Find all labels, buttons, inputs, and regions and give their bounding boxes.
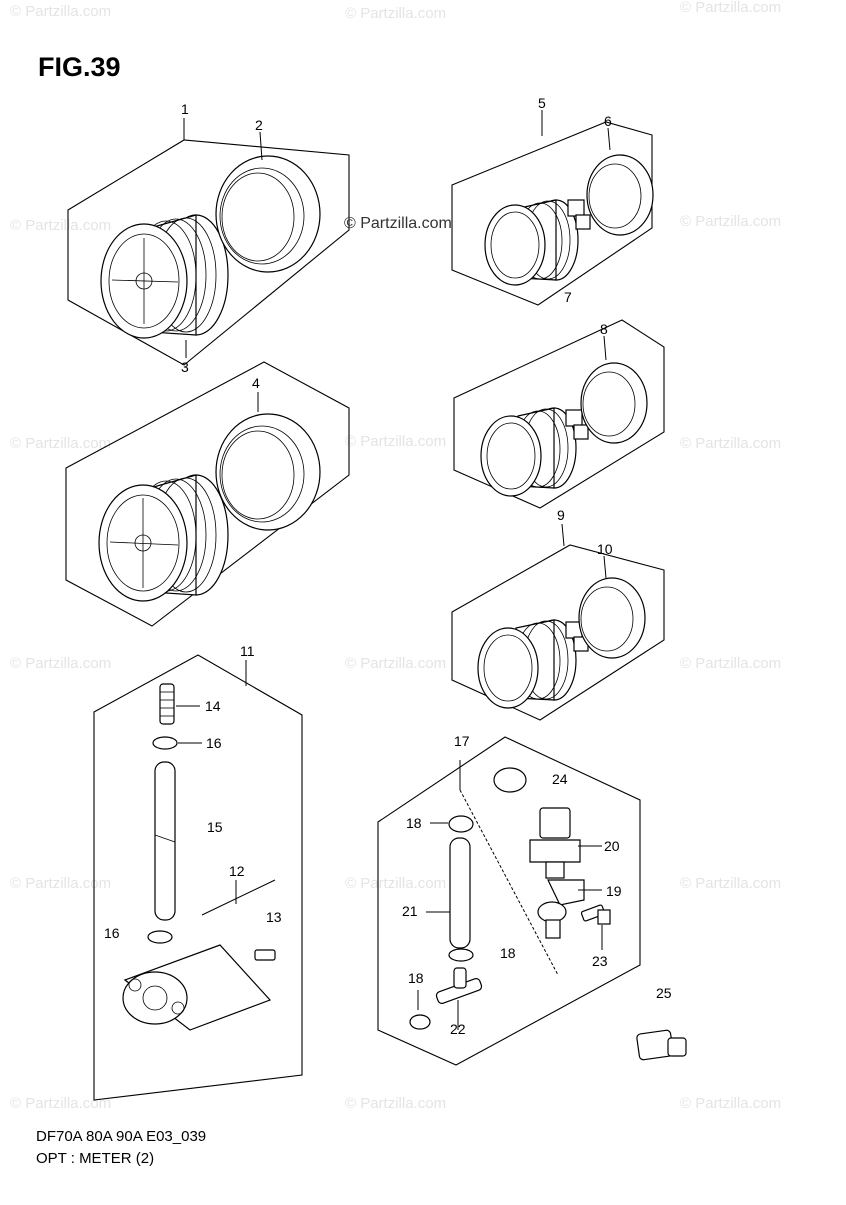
bolt-icon: [580, 904, 611, 925]
group-outline: [93, 654, 303, 1101]
callout-8: 8: [600, 321, 608, 337]
watermark-grid: © Partzilla.com © Partzilla.com © Partzi…: [10, 0, 781, 1112]
clamp-icon: [409, 1014, 431, 1030]
cap-icon: [493, 767, 527, 793]
bezel-ring-icon: [578, 577, 646, 659]
callout-14: 14: [205, 698, 221, 714]
figure-title: FIG.39: [38, 52, 121, 82]
gauge-icon: [480, 407, 589, 497]
gauge-assembly-5: [451, 110, 654, 306]
callout-4: 4: [252, 375, 260, 391]
watermark: © Partzilla.com: [345, 1095, 446, 1112]
bezel-ring-icon: [215, 413, 321, 531]
copyright-watermark: © Partzilla.com: [344, 215, 452, 232]
callout-24: 24: [552, 771, 568, 787]
gauge-icon: [484, 199, 591, 286]
hose-icon: [449, 837, 471, 949]
spring-icon: [159, 683, 175, 725]
watermark: © Partzilla.com: [345, 655, 446, 672]
callout-25: 25: [656, 985, 672, 1001]
bezel-ring-icon: [215, 155, 321, 273]
clamp-icon: [448, 948, 474, 962]
callout-9: 9: [557, 507, 565, 523]
callout-5: 5: [538, 95, 546, 111]
watermark: © Partzilla.com: [10, 435, 111, 452]
gauge-assembly-4: [65, 361, 350, 627]
gauge-icon: [100, 214, 229, 339]
bracket-icon: [537, 879, 585, 939]
bezel-ring-icon: [580, 362, 648, 444]
callout-19: 19: [606, 883, 622, 899]
sensor-assembly-17: [377, 736, 687, 1066]
callout-10: 10: [597, 541, 613, 557]
watermark: © Partzilla.com: [680, 875, 781, 892]
clamp-icon: [147, 930, 173, 944]
watermark: © Partzilla.com: [10, 875, 111, 892]
clamp-icon: [448, 815, 474, 833]
gauge-assembly-9: [451, 523, 665, 721]
callout-16: 16: [206, 735, 222, 751]
watermark: © Partzilla.com: [680, 1095, 781, 1112]
callout-13: 13: [266, 909, 282, 925]
figure-caption: OPT : METER (2): [36, 1150, 155, 1167]
gauge-icon: [98, 474, 229, 602]
gauge-assembly-8: [453, 319, 665, 509]
group-outline: [451, 121, 653, 306]
callout-12: 12: [229, 863, 245, 879]
callout-7: 7: [564, 289, 572, 305]
callout-11: 11: [240, 643, 255, 659]
callout-18: 18: [406, 815, 422, 831]
callout-2: 2: [255, 117, 263, 133]
callout-15: 15: [207, 819, 223, 835]
watermark: © Partzilla.com: [680, 213, 781, 230]
watermark: © Partzilla.com: [10, 217, 111, 234]
callout-21: 21: [402, 903, 418, 919]
callout-3: 3: [181, 359, 189, 375]
callout-6: 6: [604, 113, 612, 129]
pressure-sensor-icon: [529, 807, 581, 879]
group-outline: [451, 544, 665, 721]
callout-22: 22: [450, 1021, 466, 1037]
callout-23: 23: [592, 953, 608, 969]
watermark: © Partzilla.com: [680, 0, 781, 16]
fitting-icon: [636, 1029, 687, 1061]
callout-16: 16: [104, 925, 120, 941]
pitot-assembly-11: [93, 654, 303, 1101]
clamp-icon: [152, 736, 178, 750]
callout-1: 1: [181, 101, 189, 117]
watermark: © Partzilla.com: [680, 435, 781, 452]
t-joint-icon: [435, 967, 483, 1004]
watermark: © Partzilla.com: [345, 5, 446, 22]
callout-labels: 1 2 3 4 5 6 7 8 9 10 11 12 13 14 15 16 1…: [104, 95, 672, 1037]
watermark: © Partzilla.com: [680, 655, 781, 672]
watermark: © Partzilla.com: [10, 3, 111, 20]
watermark: © Partzilla.com: [10, 1095, 111, 1112]
hose-icon: [154, 761, 176, 921]
watermark: © Partzilla.com: [345, 433, 446, 450]
watermark: © Partzilla.com: [345, 875, 446, 892]
pitot-housing-icon: [122, 944, 276, 1031]
bezel-ring-icon: [586, 154, 654, 236]
callout-18: 18: [408, 970, 424, 986]
callout-17: 17: [454, 733, 470, 749]
gauge-assembly-1: [67, 118, 350, 366]
callout-18: 18: [500, 945, 516, 961]
group-outline: [453, 319, 665, 509]
group-outline: [65, 361, 350, 627]
group-outline: [377, 736, 641, 1066]
watermark: © Partzilla.com: [10, 655, 111, 672]
gauge-icon: [477, 619, 589, 709]
figure-code: DF70A 80A 90A E03_039: [36, 1128, 207, 1145]
callout-20: 20: [604, 838, 620, 854]
